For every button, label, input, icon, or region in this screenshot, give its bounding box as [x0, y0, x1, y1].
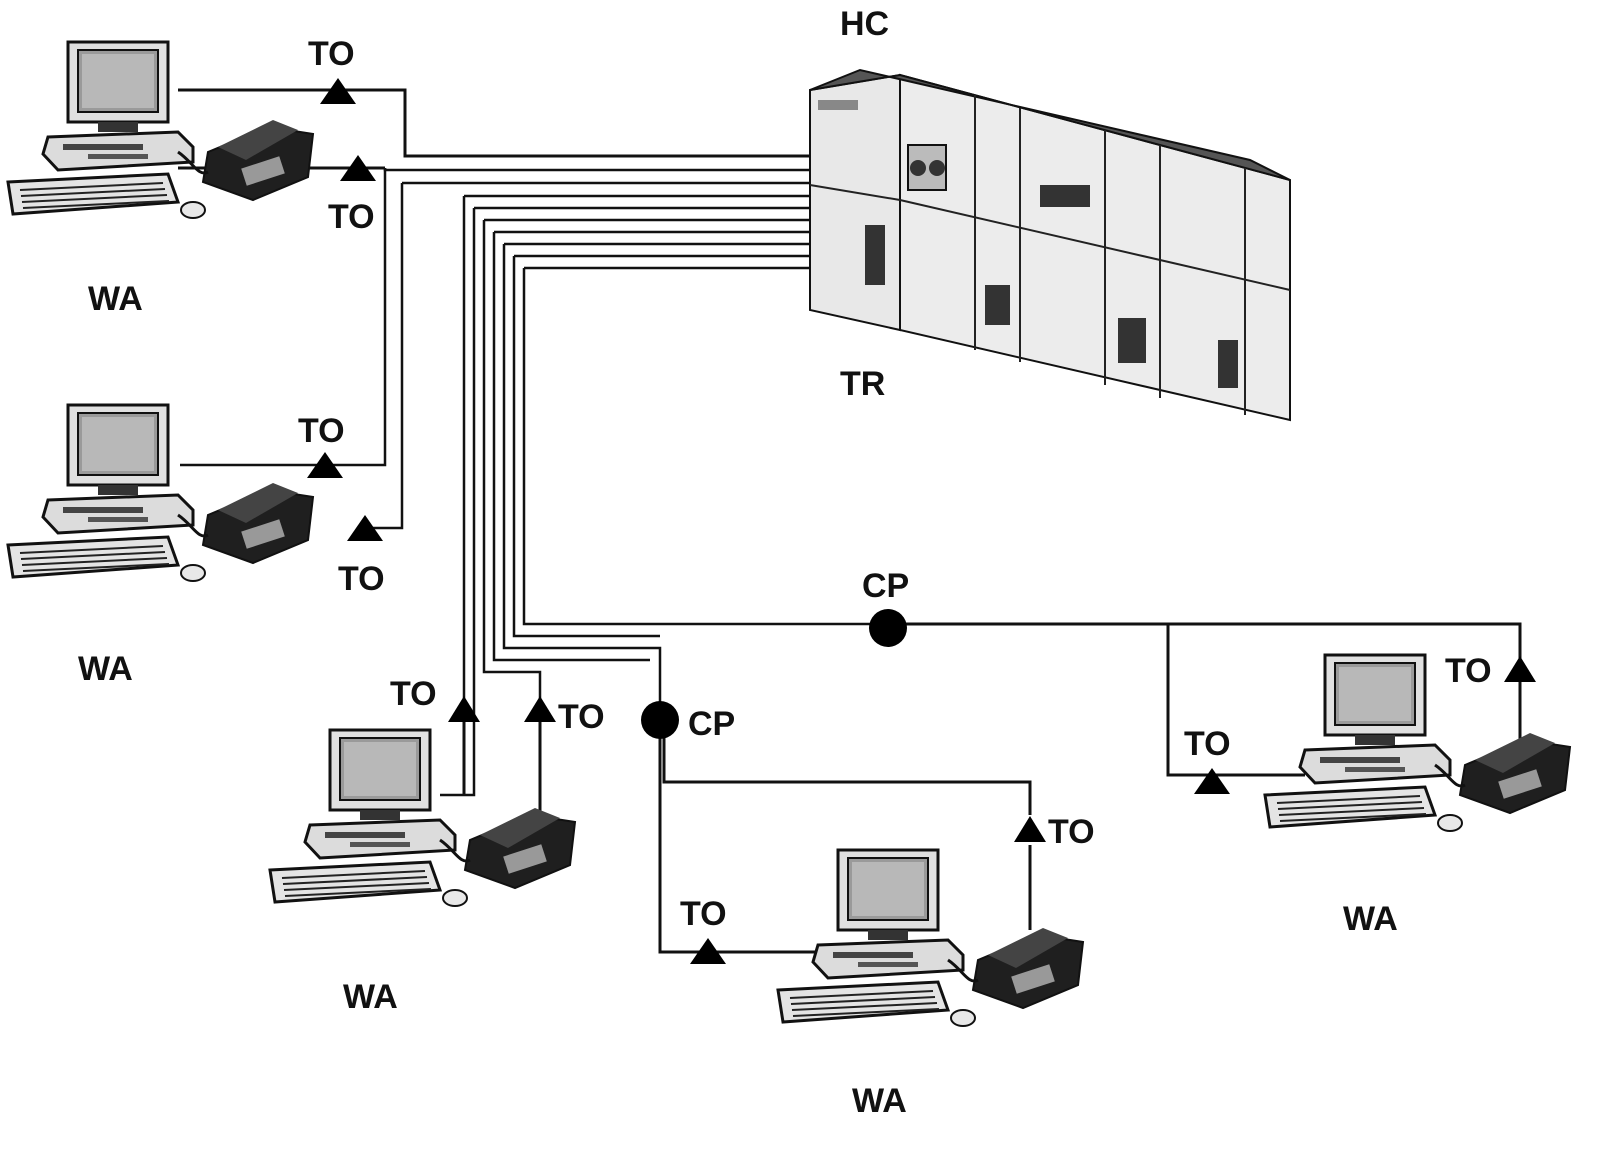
telecom-outlet-icon: [690, 938, 726, 964]
to-label: TO: [328, 198, 375, 236]
telecom-outlet-icon: [524, 696, 556, 722]
telecom-outlet-icon: [320, 78, 356, 104]
telecom-outlets: [307, 78, 1536, 964]
telecom-outlet-icon: [1194, 768, 1230, 794]
computer-workstation-icon: [776, 848, 1085, 1028]
workstation-middle-left: [6, 403, 315, 583]
telecom-outlet-icon: [1504, 656, 1536, 682]
consolidation-points: [641, 609, 907, 739]
computer-workstation-icon: [268, 728, 577, 908]
consolidation-point-icon: [641, 701, 679, 739]
telecom-outlet-icon: [340, 155, 376, 181]
wa-label: WA: [78, 650, 133, 688]
to-label: TO: [390, 675, 437, 713]
drop-lines: [462, 720, 542, 815]
tr-label: TR: [840, 365, 885, 403]
telecom-outlet-icon: [1014, 816, 1046, 842]
workstation-bottom-left: [268, 728, 577, 908]
cp-label: CP: [862, 567, 909, 605]
wa-label: WA: [343, 978, 398, 1016]
computer-workstation-icon: [6, 40, 315, 220]
consolidation-point-icon: [869, 609, 907, 647]
to-label: TO: [558, 698, 605, 736]
server-rack-icon: [809, 68, 1291, 422]
consolidation-run-right: [890, 622, 1522, 777]
to-label: TO: [1445, 652, 1492, 690]
telecom-outlet-icon: [448, 696, 480, 722]
horizontal-cabling-bundle: [178, 88, 890, 797]
telecom-outlet-icon: [307, 452, 343, 478]
consolidation-run-bottom: [658, 718, 1032, 954]
to-label: TO: [1184, 725, 1231, 763]
workstation-bottom-center: [776, 848, 1085, 1028]
diagram-labels: HC TR TO TO TO TO TO TO TO TO TO TO CP C…: [78, 5, 1492, 1120]
wa-label: WA: [1343, 900, 1398, 938]
to-label: TO: [298, 412, 345, 450]
workstation-top-left: [6, 40, 315, 220]
wa-label: WA: [88, 280, 143, 318]
to-label: TO: [680, 895, 727, 933]
to-label: TO: [1048, 813, 1095, 851]
telecom-outlet-icon: [347, 515, 383, 541]
to-label: TO: [308, 35, 355, 73]
hc-label: HC: [840, 5, 889, 43]
computer-workstation-icon: [6, 403, 315, 583]
wa-label: WA: [852, 1082, 907, 1120]
telecom-room-equipment: [809, 68, 1291, 422]
to-label: TO: [338, 560, 385, 598]
cp-label: CP: [688, 705, 735, 743]
